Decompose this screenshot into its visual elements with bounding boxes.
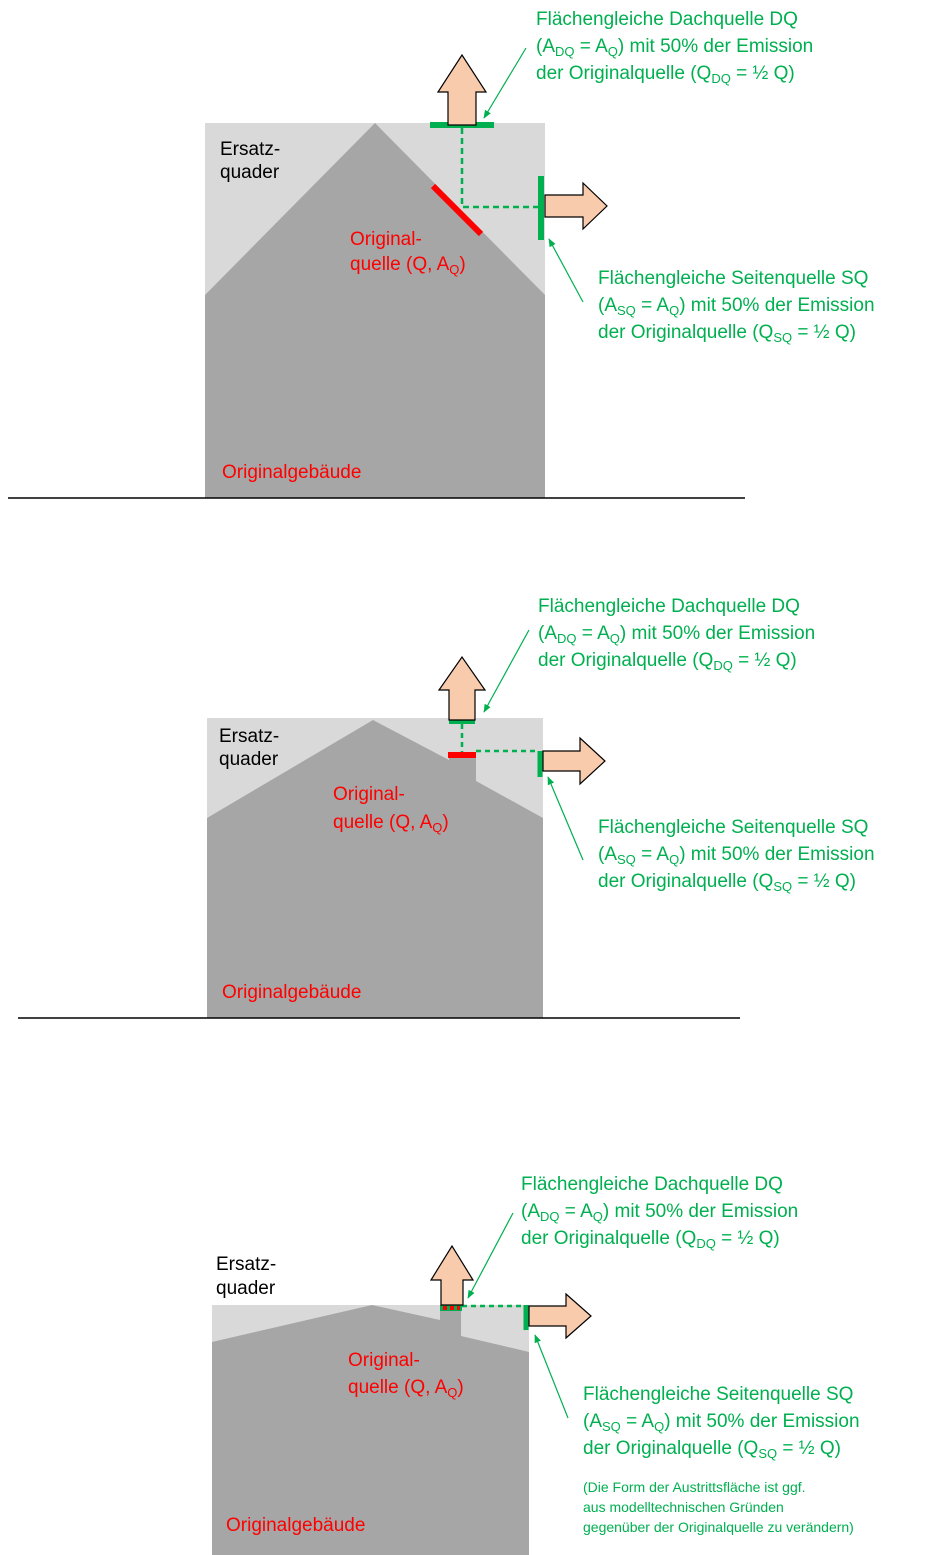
note-line-1: (Die Form der Austrittsfläche ist ggf.: [583, 1479, 806, 1495]
orig-label-2: Original-: [333, 784, 405, 805]
dq-label-3-l1: Flächengleiche Dachquelle DQ: [521, 1174, 783, 1195]
dq-label-3-l2: (ADQ = AQ) mit 50% der Emission: [521, 1201, 798, 1224]
panel-2: Ersatz- quader Original- quelle (Q, AQ) …: [18, 596, 875, 1019]
quader-label-1b: quader: [220, 162, 280, 183]
pointer-roof-1: [483, 47, 527, 119]
dq-label-1-l1: Flächengleiche Dachquelle DQ: [536, 9, 798, 30]
orig-label-1b: quelle (Q, AQ): [350, 254, 466, 277]
panel-1: Ersatz- quader Original- quelle (Q, AQ) …: [8, 9, 875, 499]
note-line-3: gegenüber der Originalquelle zu veränder…: [583, 1519, 854, 1535]
sq-label-2-l2: (ASQ = AQ) mit 50% der Emission: [598, 844, 875, 867]
orig-label-3b: quelle (Q, AQ): [348, 1377, 464, 1400]
roof-arrow-1: [436, 53, 488, 126]
orig-label-2b: quelle (Q, AQ): [333, 812, 449, 835]
dq-label-2-l2: (ADQ = AQ) mit 50% der Emission: [538, 623, 815, 646]
dq-label-3-l3: der Originalquelle (QDQ = ½ Q): [521, 1228, 780, 1251]
building-label-3: Originalgebäude: [226, 1515, 365, 1536]
pointer-side-3: [534, 1334, 569, 1419]
roof-arrow-2: [437, 655, 487, 721]
sq-label-1-l2: (ASQ = AQ) mit 50% der Emission: [598, 295, 875, 318]
sq-label-3-l2: (ASQ = AQ) mit 50% der Emission: [583, 1411, 860, 1434]
panel-3: Ersatz- quader Original- quelle (Q, AQ) …: [212, 1174, 860, 1555]
side-arrow-3: [528, 1292, 592, 1340]
pointer-roof-3: [467, 1212, 514, 1299]
dq-label-2-l1: Flächengleiche Dachquelle DQ: [538, 596, 800, 617]
sq-label-2-l3: der Originalquelle (QSQ = ½ Q): [598, 871, 856, 894]
dq-label-1-l2: (ADQ = AQ) mit 50% der Emission: [536, 36, 813, 59]
quader-label-3b: quader: [216, 1278, 276, 1299]
dq-label-1-l3: der Originalquelle (QDQ = ½ Q): [536, 63, 795, 86]
sq-label-1-l3: der Originalquelle (QSQ = ½ Q): [598, 322, 856, 345]
building-label-2: Originalgebäude: [222, 982, 361, 1003]
side-arrow-1: [544, 181, 608, 231]
dq-label-2-l3: der Originalquelle (QDQ = ½ Q): [538, 650, 797, 673]
sq-label-3-l1: Flächengleiche Seitenquelle SQ: [583, 1384, 853, 1405]
sq-label-1-l1: Flächengleiche Seitenquelle SQ: [598, 268, 868, 289]
roof-arrow-3: [429, 1244, 475, 1306]
originalgebaeude-3: [212, 1305, 529, 1555]
original-source-1: [430, 183, 484, 237]
sq-label-2-l1: Flächengleiche Seitenquelle SQ: [598, 817, 868, 838]
quader-label-2: Ersatz-: [219, 726, 279, 747]
quader-label-2b: quader: [219, 749, 279, 770]
side-arrow-2: [542, 736, 606, 786]
sq-label-3-l3: der Originalquelle (QSQ = ½ Q): [583, 1438, 841, 1461]
pointer-roof-2: [483, 629, 530, 713]
quader-label-1: Ersatz-: [220, 139, 280, 160]
note-line-2: aus modelltechnischen Gründen: [583, 1499, 784, 1515]
originalgebaeude-2: [207, 720, 543, 1018]
building-label-1: Originalgebäude: [222, 462, 361, 483]
orig-label-1: Original-: [350, 229, 422, 250]
pointer-side-1: [548, 238, 584, 303]
quader-label-3: Ersatz-: [216, 1254, 276, 1275]
pointer-side-2: [547, 776, 584, 861]
orig-label-3: Original-: [348, 1350, 420, 1371]
